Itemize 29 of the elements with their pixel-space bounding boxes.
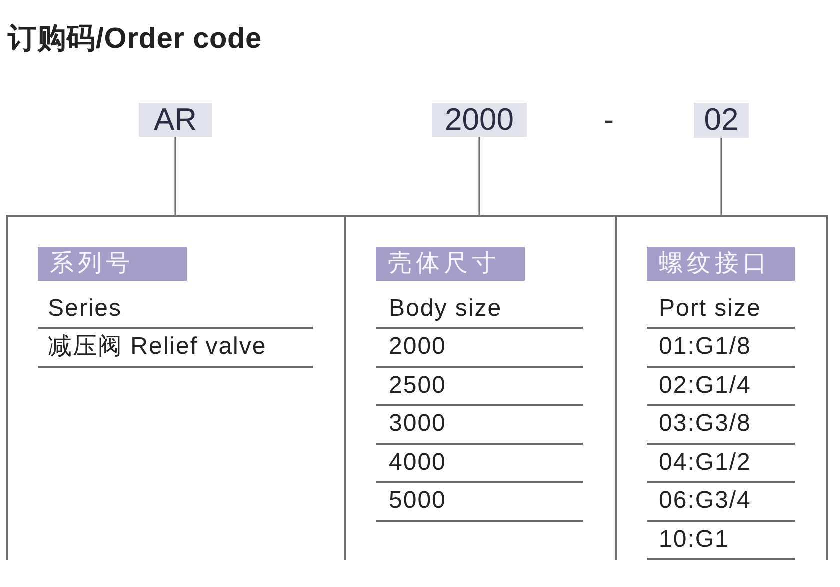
option-row: 04:G1/2 — [647, 444, 795, 483]
column-heading: Series — [38, 290, 313, 329]
option-row: 03:G3/8 — [647, 406, 795, 444]
option-row: 3000 — [376, 406, 583, 444]
option-row: 2500 — [376, 368, 583, 406]
option-row: 2000 — [376, 329, 583, 368]
separator-dash: - — [604, 104, 614, 138]
option-row: 01:G1/8 — [647, 329, 795, 368]
option-row: 减压阀 Relief valve — [38, 329, 313, 368]
title: 订购码/Order code — [8, 22, 262, 57]
leader-line — [478, 137, 480, 215]
option-column — [344, 215, 615, 560]
code-segment: 02 — [694, 103, 749, 138]
heading-band: 壳体尺寸 — [376, 247, 525, 281]
option-row: 5000 — [376, 483, 583, 522]
leader-line — [720, 138, 722, 215]
column-heading: Body size — [376, 290, 583, 329]
option-column — [615, 215, 828, 560]
heading-band: 系列号 — [38, 247, 187, 281]
option-row: 10:G1 — [647, 522, 795, 560]
option-column — [6, 215, 344, 560]
option-row: 02:G1/4 — [647, 368, 795, 406]
leader-line — [174, 137, 176, 215]
code-segment: 2000 — [432, 103, 527, 137]
heading-band: 螺纹接口 — [647, 247, 795, 281]
code-segment: AR — [139, 103, 212, 137]
option-row: 06:G3/4 — [647, 483, 795, 522]
option-row: 4000 — [376, 444, 583, 483]
column-heading: Port size — [647, 290, 795, 329]
